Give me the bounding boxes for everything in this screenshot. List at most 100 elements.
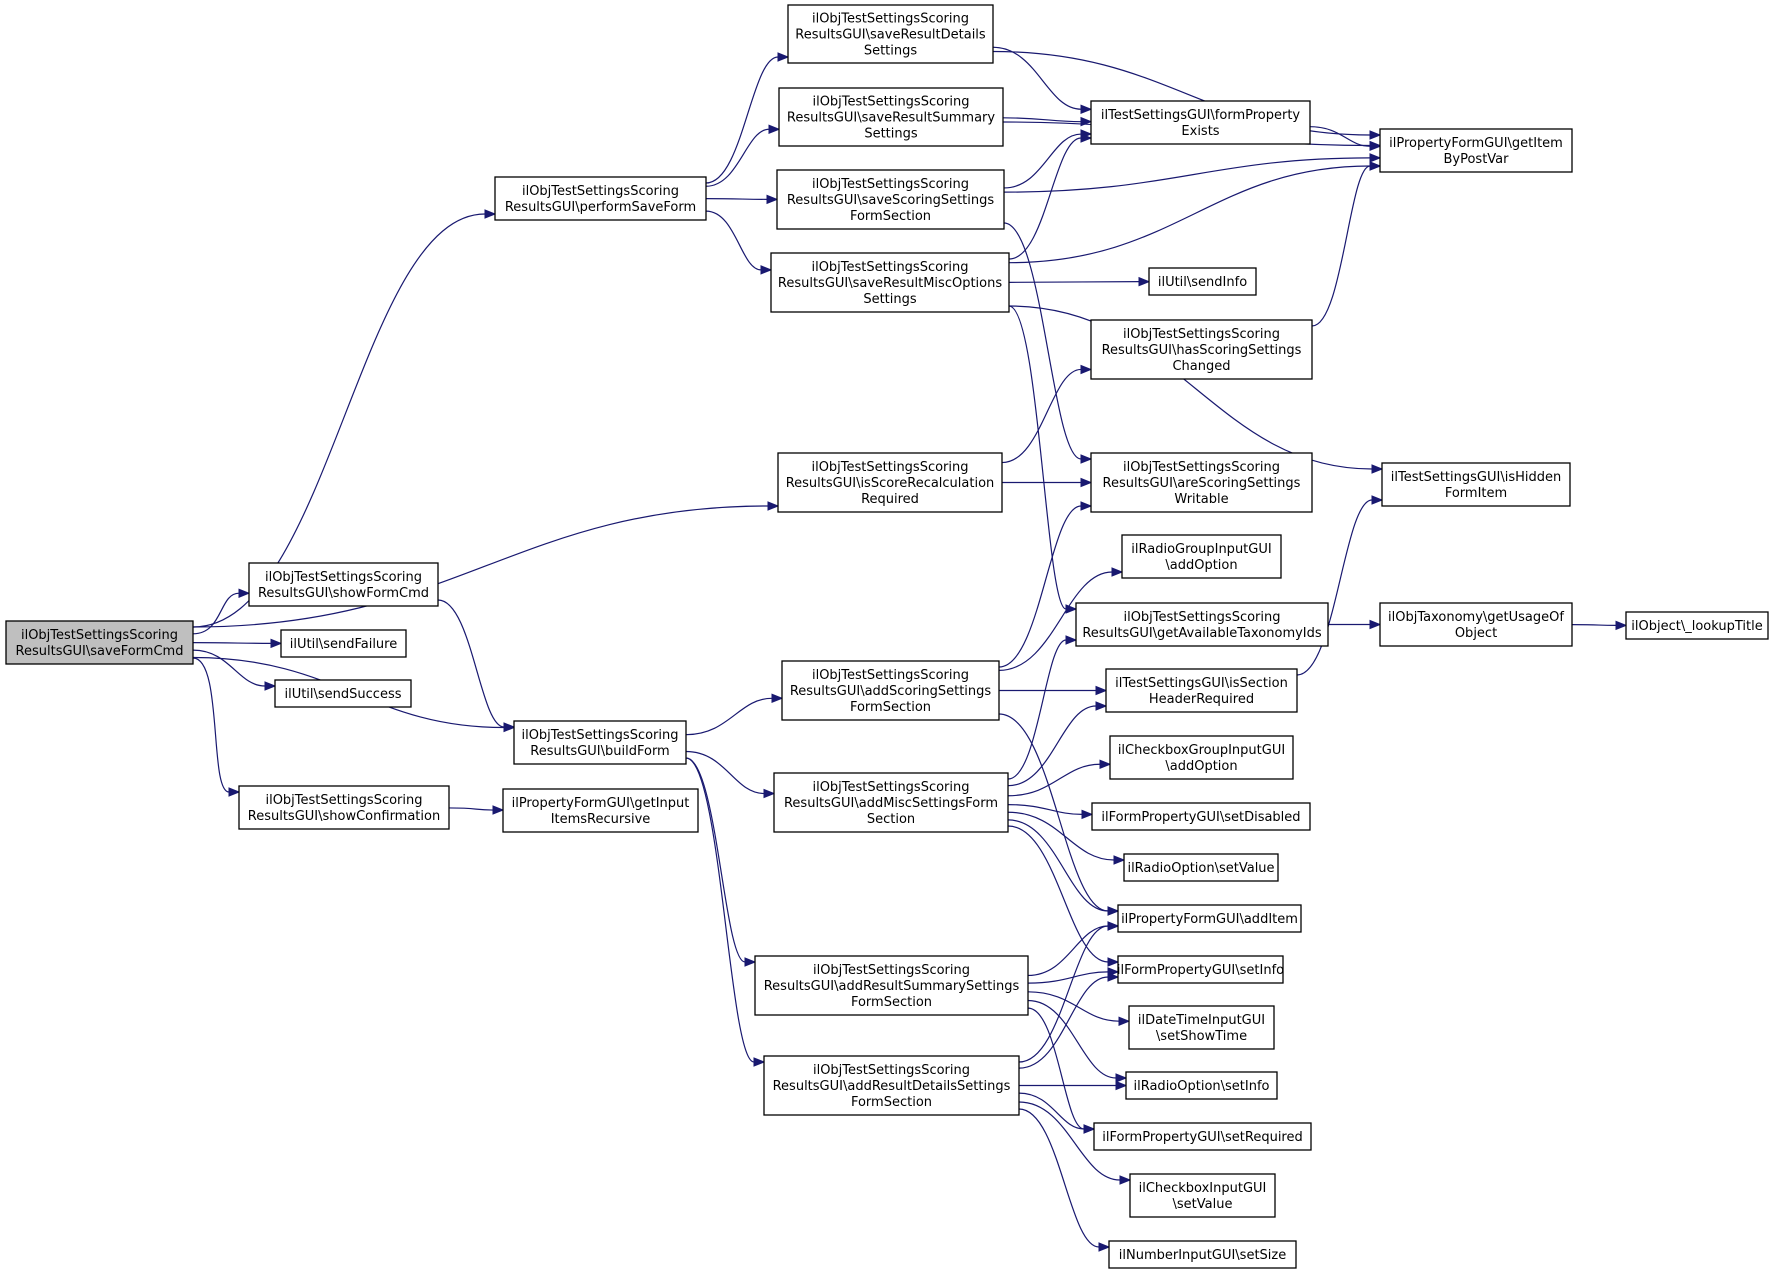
function-node-label: ResultsGUI\buildForm	[530, 744, 669, 759]
call-edge-saveScoringSettings-to-getItemByPostVar	[1003, 153, 1382, 193]
function-node-performSaveForm[interactable]: ilObjTestSettingsScoringResultsGUI\perfo…	[494, 176, 707, 221]
function-node-saveScoringSettings[interactable]: ilObjTestSettingsScoringResultsGUI\saveS…	[776, 169, 1005, 230]
function-node-label: ilObjTestSettingsScoring	[812, 780, 969, 795]
function-node-sendFailure[interactable]: ilUtil\sendFailure	[280, 629, 407, 658]
function-node-box	[280, 629, 407, 658]
function-node-label: ResultsGUI\saveResultDetails	[795, 28, 986, 43]
function-node-label: ilObjTestSettingsScoring	[1123, 610, 1280, 625]
function-node-lookupTitle[interactable]: ilObject\_lookupTitle	[1625, 611, 1769, 640]
call-edge-performSaveForm-to-saveResultDetails	[705, 52, 790, 184]
function-node-label: ItemsRecursive	[551, 812, 651, 827]
call-edge-performSaveForm-to-saveResultMiscOptions	[705, 210, 773, 275]
function-node-radioSetValue[interactable]: ilRadioOption\setValue	[1123, 853, 1279, 882]
call-edge-buildForm-to-addMiscSettings	[685, 750, 776, 799]
function-node-addResultSummary[interactable]: ilObjTestSettingsScoringResultsGUI\addRe…	[754, 955, 1029, 1016]
function-node-box	[787, 4, 994, 64]
function-node-label: ResultsGUI\saveResultMiscOptions	[778, 276, 1002, 291]
function-node-label: ilObjTestSettingsScoring	[521, 728, 678, 743]
function-node-setSize[interactable]: ilNumberInputGUI\setSize	[1108, 1240, 1297, 1269]
function-node-label: ResultsGUI\performSaveForm	[505, 200, 696, 215]
function-node-checkboxSetValue[interactable]: ilCheckboxInputGUI\setValue	[1129, 1173, 1276, 1218]
function-node-showConfirmation[interactable]: ilObjTestSettingsScoringResultsGUI\showC…	[238, 785, 450, 830]
call-edge-formPropertyExists-to-getItemByPostVar	[1309, 126, 1382, 152]
function-node-box	[1093, 1122, 1312, 1151]
function-node-setDisabled[interactable]: ilFormPropertyGUI\setDisabled	[1091, 802, 1311, 831]
call-edge-hasScoringChanged-to-getItemByPostVar	[1311, 161, 1382, 327]
function-node-label: Required	[861, 492, 919, 507]
function-node-label: ilFormPropertyGUI\setRequired	[1102, 1130, 1303, 1145]
function-node-areScoringWritable[interactable]: ilObjTestSettingsScoringResultsGUI\areSc…	[1090, 452, 1313, 513]
call-edge-saveFormCmd-to-performSaveForm	[192, 209, 497, 628]
function-node-box	[776, 169, 1005, 230]
function-node-setRequired[interactable]: ilFormPropertyGUI\setRequired	[1093, 1122, 1312, 1151]
call-edge-isScoreRecalc-to-areScoringWritable	[1002, 477, 1093, 488]
function-node-saveResultDetails[interactable]: ilObjTestSettingsScoringResultsGUI\saveR…	[787, 4, 994, 64]
call-edge-addResultDetails-to-setInfo	[1018, 972, 1120, 1069]
function-node-buildForm[interactable]: ilObjTestSettingsScoringResultsGUI\build…	[513, 720, 687, 765]
function-node-label: \addOption	[1165, 759, 1237, 774]
function-node-label: ilObjTestSettingsScoring	[813, 963, 970, 978]
function-node-label: Settings	[864, 127, 918, 142]
function-node-box	[1379, 602, 1573, 647]
function-node-getAvailableTaxonomyIds[interactable]: ilObjTestSettingsScoringResultsGUI\getAv…	[1075, 602, 1329, 647]
function-node-saveResultSummary[interactable]: ilObjTestSettingsScoringResultsGUI\saveR…	[778, 87, 1004, 147]
call-edge-addScoringSettings-to-radioGroupAddOption	[998, 567, 1124, 671]
function-node-box	[494, 176, 707, 221]
call-edge-addMiscSettings-to-getAvailableTaxonomyIds	[1007, 635, 1078, 780]
function-node-checkboxGroupAddOption[interactable]: ilCheckboxGroupInputGUI\addOption	[1109, 735, 1294, 780]
function-node-label: ilPropertyFormGUI\getInput	[512, 796, 690, 811]
function-node-radioGroupAddOption[interactable]: ilRadioGroupInputGUI\addOption	[1121, 534, 1282, 579]
call-edge-getAvailableTaxonomyIds-to-getUsageOfObject	[1328, 619, 1382, 630]
function-node-label: ilObjTestSettingsScoring	[811, 260, 968, 275]
function-node-label: ilObjTestSettingsScoring	[21, 628, 178, 643]
function-node-label: ilObjTestSettingsScoring	[1123, 327, 1280, 342]
function-node-setInfo[interactable]: ilFormPropertyGUI\setInfo	[1117, 955, 1284, 984]
function-node-saveResultMiscOptions[interactable]: ilObjTestSettingsScoringResultsGUI\saveR…	[770, 252, 1010, 313]
function-node-label: ResultsGUI\saveFormCmd	[16, 644, 184, 659]
function-node-label: Settings	[864, 44, 918, 59]
function-node-saveFormCmd[interactable]: ilObjTestSettingsScoringResultsGUI\saveF…	[5, 620, 194, 665]
call-edge-addResultDetails-to-addItem	[1018, 921, 1120, 1063]
function-node-box	[778, 87, 1004, 147]
call-edge-saveResultMiscOptions-to-getItemByPostVar	[1008, 161, 1382, 264]
function-node-label: ResultsGUI\isScoreRecalculation	[786, 476, 995, 491]
function-node-box	[1379, 128, 1573, 173]
function-node-isScoreRecalc[interactable]: ilObjTestSettingsScoringResultsGUI\isSco…	[777, 452, 1003, 513]
function-node-box	[1105, 668, 1298, 713]
function-node-box	[1109, 735, 1294, 780]
function-node-label: ilObjTestSettingsScoring	[1123, 460, 1280, 475]
function-node-addMiscSettings[interactable]: ilObjTestSettingsScoringResultsGUI\addMi…	[773, 772, 1009, 833]
function-node-box	[1625, 611, 1769, 640]
function-node-label: ilObjTestSettingsScoring	[812, 177, 969, 192]
function-node-addItem[interactable]: ilPropertyFormGUI\addItem	[1117, 904, 1302, 933]
function-node-showFormCmd[interactable]: ilObjTestSettingsScoringResultsGUI\showF…	[248, 562, 439, 607]
function-node-addScoringSettings[interactable]: ilObjTestSettingsScoringResultsGUI\addSc…	[781, 660, 1000, 721]
function-node-setShowTime[interactable]: ilDateTimeInputGUI\setShowTime	[1128, 1005, 1275, 1050]
function-node-hasScoringChanged[interactable]: ilObjTestSettingsScoringResultsGUI\hasSc…	[1090, 319, 1313, 380]
function-node-addResultDetails[interactable]: ilObjTestSettingsScoringResultsGUI\addRe…	[763, 1055, 1020, 1116]
function-node-label: Exists	[1181, 124, 1219, 139]
function-node-sendSuccess[interactable]: ilUtil\sendSuccess	[274, 679, 412, 708]
call-edge-addResultSummary-to-setShowTime	[1027, 991, 1131, 1026]
function-node-label: FormItem	[1445, 486, 1507, 501]
call-edge-addResultDetails-to-setRequired	[1018, 1092, 1096, 1134]
function-node-box	[770, 252, 1010, 313]
call-edge-isScoreRecalc-to-hasScoringChanged	[1001, 364, 1093, 464]
function-node-box	[1128, 1005, 1275, 1050]
function-node-sendInfo[interactable]: ilUtil\sendInfo	[1148, 267, 1257, 296]
call-edge-addResultDetails-to-checkboxSetValue	[1018, 1101, 1132, 1185]
function-node-isSectionHeaderRequired[interactable]: ilTestSettingsGUI\isSectionHeaderRequire…	[1105, 668, 1298, 713]
function-node-radioSetInfo[interactable]: ilRadioOption\setInfo	[1125, 1071, 1278, 1100]
function-node-label: ilNumberInputGUI\setSize	[1119, 1248, 1286, 1263]
call-edge-addResultDetails-to-radioSetInfo	[1019, 1080, 1128, 1091]
function-node-box	[274, 679, 412, 708]
function-node-box	[1381, 462, 1571, 507]
call-edge-buildForm-to-addScoringSettings	[685, 693, 784, 736]
call-edge-getUsageOfObject-to-lookupTitle	[1571, 620, 1628, 631]
